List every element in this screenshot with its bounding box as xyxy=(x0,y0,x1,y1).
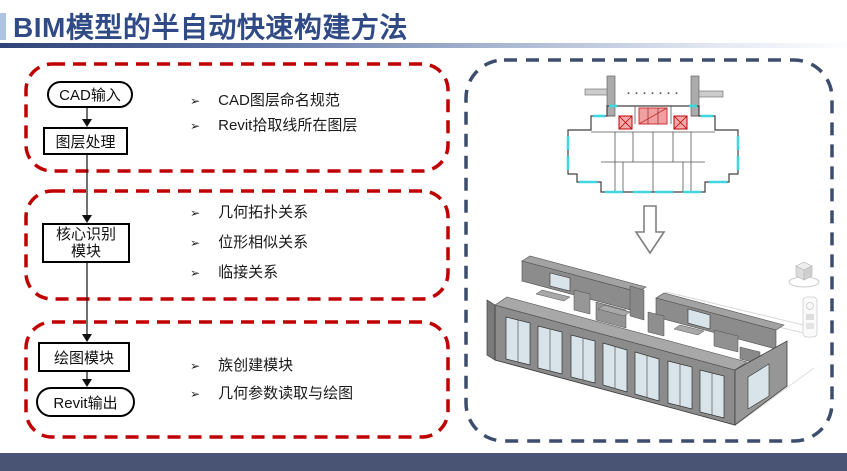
node-revit-output-label: Revit输出 xyxy=(53,394,118,412)
bullet-arrow-icon: ➢ xyxy=(190,359,201,373)
title-underline-rule xyxy=(0,43,847,48)
bullet-item: ➢ 几何拓扑关系 xyxy=(190,202,308,224)
flow-arrow-4 xyxy=(82,372,92,387)
bim-3d-model-image xyxy=(486,255,820,426)
node-layer-processing: 图层处理 xyxy=(43,127,128,155)
bullet-item: ➢ 位形相似关系 xyxy=(190,232,308,254)
bullet-item: ➢ 族创建模块 xyxy=(190,355,353,377)
node-drawing-module-label: 绘图模块 xyxy=(53,349,114,367)
bullet-arrow-icon: ➢ xyxy=(190,206,201,220)
right-panel-frame xyxy=(464,58,834,443)
bullet-text: 临接关系 xyxy=(218,264,279,281)
viewcube-icon xyxy=(788,261,820,288)
bullet-text: 位形相似关系 xyxy=(218,234,309,251)
node-core-recognition-line1: 核心识别 xyxy=(55,226,116,243)
page-title: BIM模型的半自动快速构建方法 xyxy=(13,12,408,43)
bullet-arrow-icon: ➢ xyxy=(190,236,201,250)
bullet-list-group1: ➢ CAD图层命名规范 ➢ Revit拾取线所在图层 xyxy=(190,90,357,140)
bullet-text: 几何参数读取与绘图 xyxy=(218,385,354,402)
title-accent-mark xyxy=(0,13,6,40)
flow-group2-frame xyxy=(24,189,450,301)
cad-floor-plan-image xyxy=(566,75,740,194)
bullet-text: Revit拾取线所在图层 xyxy=(218,117,358,134)
bullet-item: ➢ CAD图层命名规范 xyxy=(190,90,357,112)
node-revit-output: Revit输出 xyxy=(36,387,135,417)
node-core-recognition-line2: 模块 xyxy=(70,243,101,260)
bullet-text: 几何拓扑关系 xyxy=(218,204,309,221)
bullet-item: ➢ Revit拾取线所在图层 xyxy=(190,115,357,137)
nav-toolbar xyxy=(802,296,818,338)
bullet-list-group3: ➢ 族创建模块 ➢ 几何参数读取与绘图 xyxy=(190,355,353,411)
bullet-item: ➢ 临接关系 xyxy=(190,262,308,284)
bullet-arrow-icon: ➢ xyxy=(190,266,201,280)
node-cad-input: CAD输入 xyxy=(47,81,133,108)
footer-bar xyxy=(0,453,847,471)
node-cad-input-label: CAD输入 xyxy=(59,87,121,104)
flow-arrow-1 xyxy=(82,108,92,127)
bullet-arrow-icon: ➢ xyxy=(190,119,201,133)
bullet-item: ➢ 几何参数读取与绘图 xyxy=(190,383,353,405)
bullet-text: 族创建模块 xyxy=(218,357,294,374)
bullet-arrow-icon: ➢ xyxy=(190,387,201,401)
node-layer-processing-label: 图层处理 xyxy=(55,133,116,151)
flow-group3-frame xyxy=(24,320,450,439)
node-core-recognition: 核心识别 模块 xyxy=(42,223,130,263)
down-arrow-icon xyxy=(634,205,666,255)
flow-arrow-2 xyxy=(82,155,92,223)
node-drawing-module: 绘图模块 xyxy=(38,342,130,372)
bullet-text: CAD图层命名规范 xyxy=(218,92,340,109)
flow-arrow-3 xyxy=(82,263,92,342)
bullet-arrow-icon: ➢ xyxy=(190,94,201,108)
ellipsis-dots: ······· xyxy=(626,84,682,101)
bullet-list-group2: ➢ 几何拓扑关系 ➢ 位形相似关系 ➢ 临接关系 xyxy=(190,202,308,292)
